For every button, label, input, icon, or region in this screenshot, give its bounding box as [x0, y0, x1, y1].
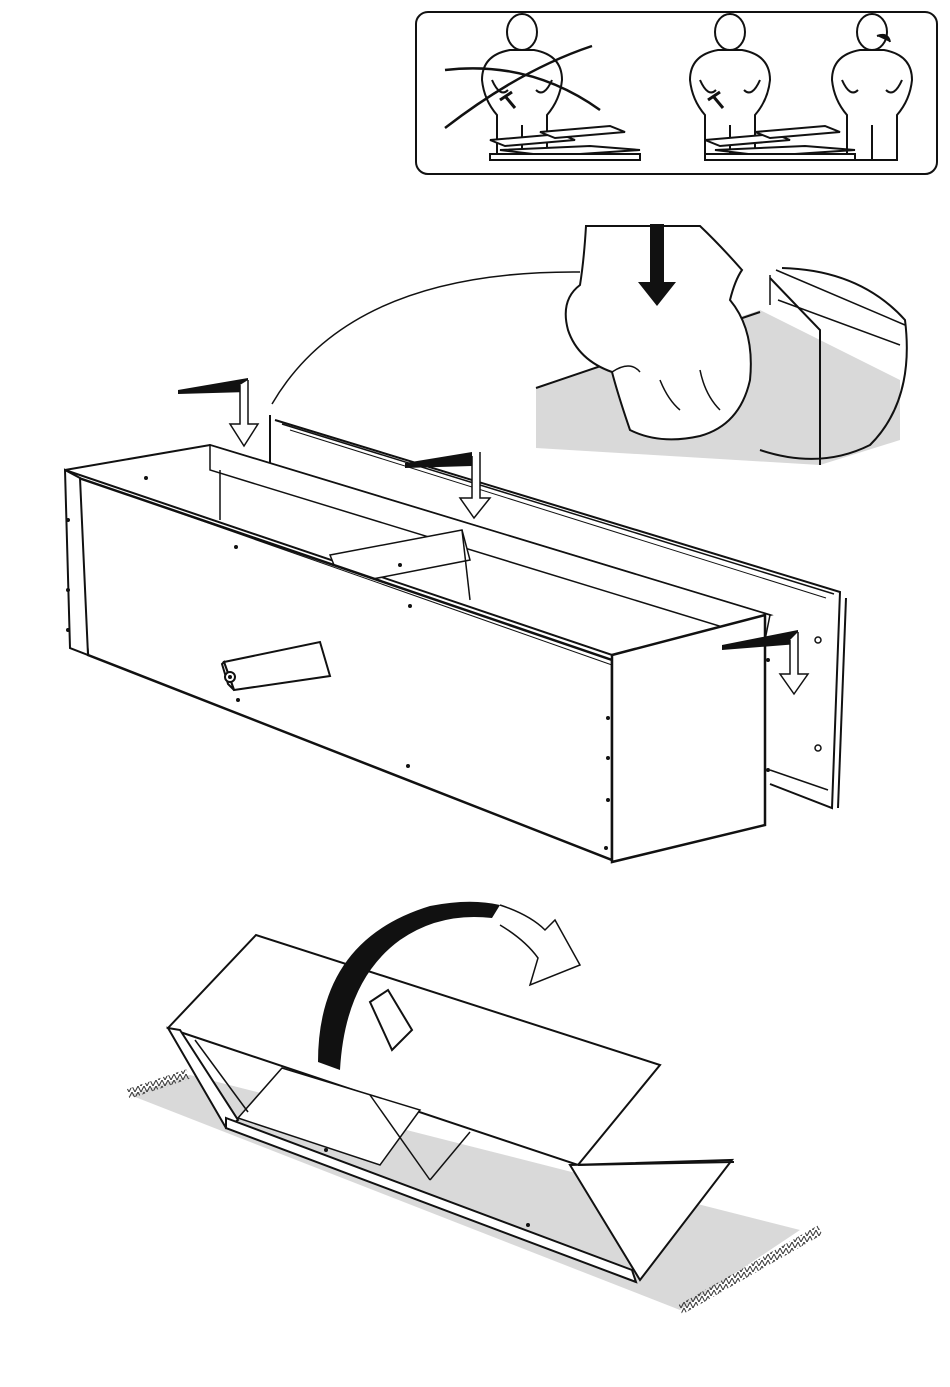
- attach-back-panel-step: [65, 224, 907, 862]
- two-person-notice-panel: [416, 0, 937, 174]
- cabinet-body: [65, 445, 770, 862]
- detail-leader-arc: [272, 272, 580, 404]
- flipped-cabinet: [168, 935, 734, 1282]
- press-detail: [536, 224, 907, 465]
- flip-cabinet-step: [128, 902, 820, 1310]
